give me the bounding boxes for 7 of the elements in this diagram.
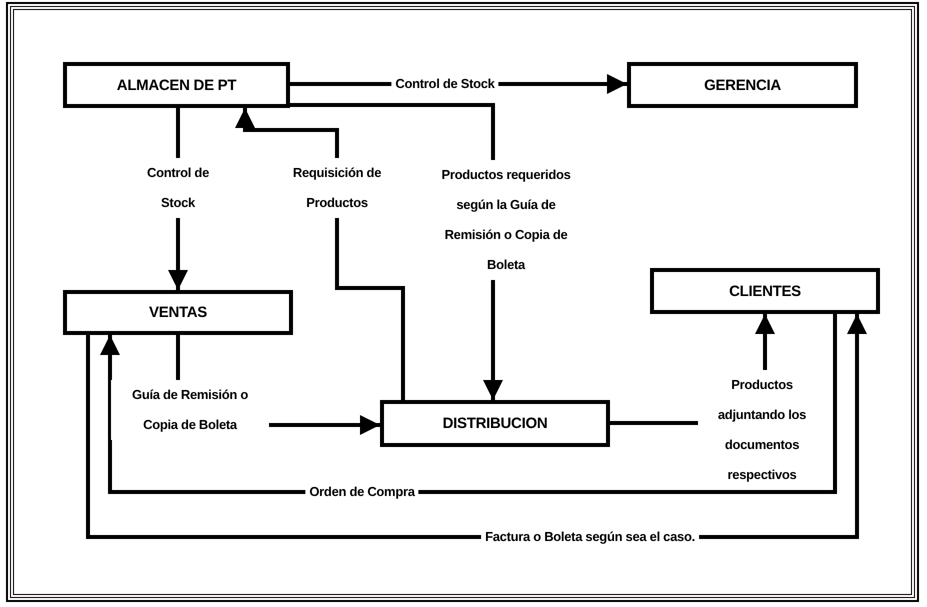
- arrow: [100, 314, 837, 494]
- process-box: VENTAS: [63, 290, 293, 335]
- process-box: ALMACEN DE PT: [63, 62, 290, 108]
- process-box: CLIENTES: [650, 268, 880, 314]
- process-box: GERENCIA: [627, 62, 858, 108]
- process-box: DISTRIBUCION: [380, 400, 610, 447]
- edge-label: Guía de Remisión o Copia de Boleta: [111, 380, 269, 440]
